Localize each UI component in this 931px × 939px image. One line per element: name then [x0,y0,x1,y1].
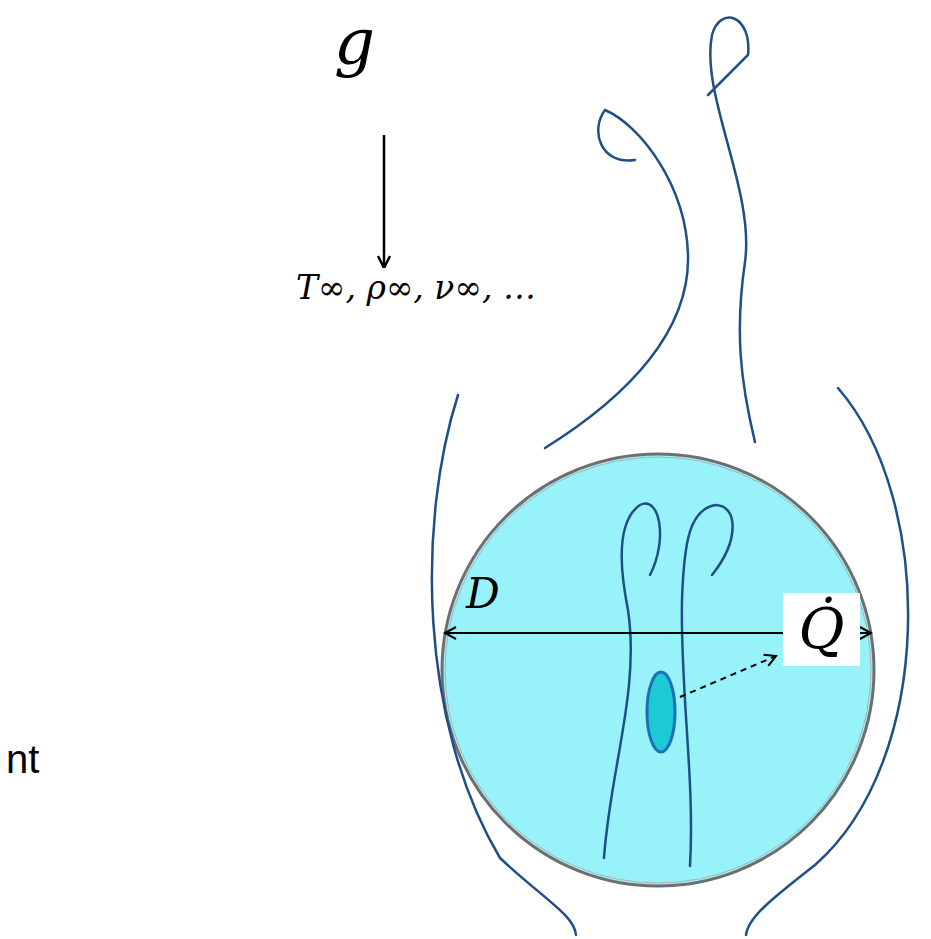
heat-label-box: Q̇ [783,593,860,666]
streamlines [432,18,908,935]
heat-rate-label: Q̇ [799,597,845,661]
circle-outline [440,452,876,888]
heat-source [647,672,675,752]
gravity-arrow [383,135,386,268]
cut-text: nt [2,735,43,783]
ambient-properties: T∞, ρ∞, ν∞, … [292,268,540,308]
body-circle: D Q̇ [440,452,876,888]
diameter-label: D [466,570,500,618]
gravity-label: g [330,4,379,81]
